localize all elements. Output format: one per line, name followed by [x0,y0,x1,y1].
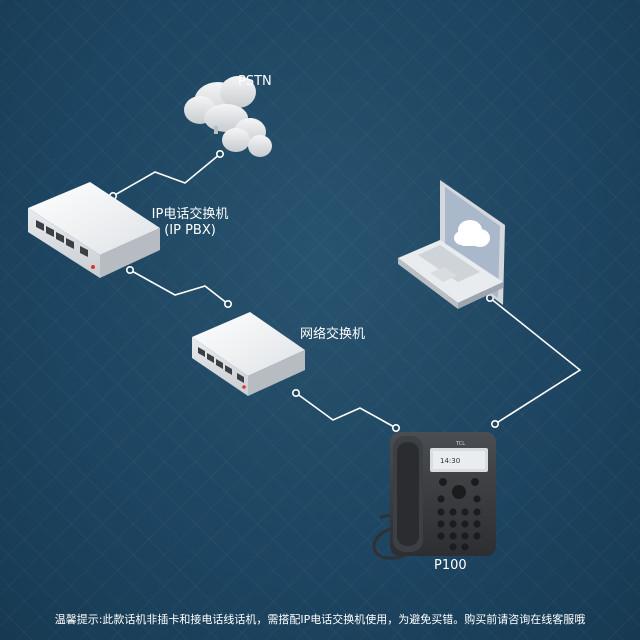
link-switch-phone [295,392,397,429]
cloud-icon [454,220,490,247]
phone-keypad [437,478,481,551]
pstn-label: PSTN [238,74,272,89]
ip-pbx-label: IP电话交换机 (IP PBX) [140,207,240,239]
phone-brand: TCL [455,441,465,447]
ip-pbx-label-line1: IP电话交换机 [151,207,229,222]
network-switch-device-icon [192,312,305,396]
ip-phone-device-icon: 14:30 TCL [372,432,496,560]
footer-note: 温馨提示:此款话机非插卡和接电话线话机，需搭配IP电话交换机使用，为避免买错。购… [54,613,586,626]
link-laptop-phone [489,297,582,425]
pstn-cloud-icon [184,76,272,157]
network-switch-label: 网络交换机 [300,327,366,342]
laptop-icon [398,180,505,309]
ip-pbx-device-icon [28,182,160,278]
link-endpoints [109,150,499,432]
link-pbx-pstn [112,153,221,197]
connection-lines [112,153,582,429]
ip-pbx-label-line2: (IP PBX) [164,223,216,238]
phone-model-label: P100 [434,558,467,573]
phone-screen-time: 14:30 [440,457,460,465]
link-pbx-switch [129,269,229,305]
